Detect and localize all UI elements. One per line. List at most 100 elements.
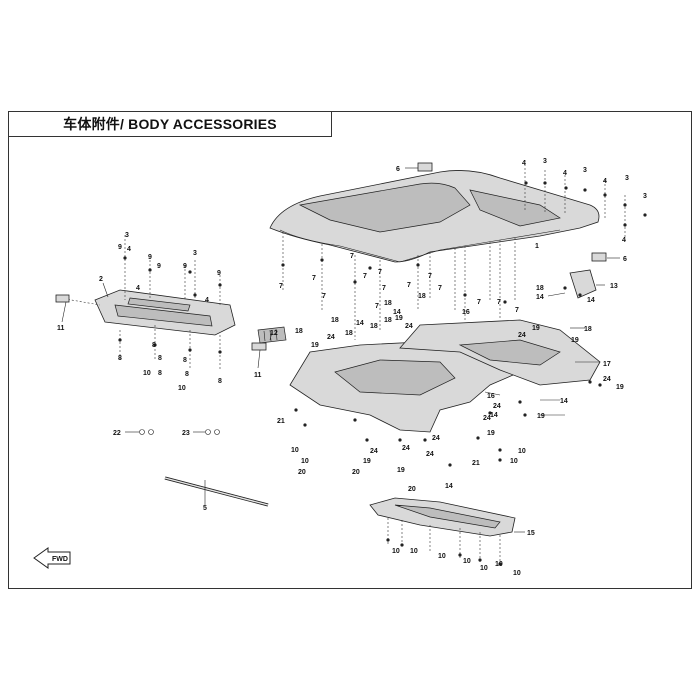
callout-15: 15 <box>527 530 535 537</box>
callout-4: 4 <box>522 160 526 167</box>
callout-7: 7 <box>378 269 382 276</box>
callout-9: 9 <box>217 270 221 277</box>
callout-10: 10 <box>480 565 488 572</box>
callout-10: 10 <box>410 548 418 555</box>
washers-22 <box>139 429 154 435</box>
callout-19: 19 <box>532 325 540 332</box>
callout-10: 10 <box>291 447 299 454</box>
callout-21: 21 <box>472 460 480 467</box>
callout-2: 2 <box>99 276 103 283</box>
callout-24: 24 <box>483 415 491 422</box>
callout-17: 17 <box>603 361 611 368</box>
callout-24: 24 <box>518 332 526 339</box>
callout-8: 8 <box>152 342 156 349</box>
callout-24: 24 <box>402 445 410 452</box>
callout-8: 8 <box>118 355 122 362</box>
callout-10: 10 <box>510 458 518 465</box>
callout-7: 7 <box>375 303 379 310</box>
fwd-label: FWD <box>52 556 68 563</box>
callout-3: 3 <box>193 250 197 257</box>
callout-9: 9 <box>118 244 122 251</box>
callout-10: 10 <box>463 558 471 565</box>
callout-18: 18 <box>345 330 353 337</box>
diagram-frame <box>8 111 692 589</box>
callout-4: 4 <box>603 178 607 185</box>
callout-14: 14 <box>445 483 453 490</box>
callout-4: 4 <box>127 246 131 253</box>
callout-7: 7 <box>382 285 386 292</box>
callout-18: 18 <box>384 300 392 307</box>
callout-24: 24 <box>426 451 434 458</box>
leader-lines <box>61 167 620 533</box>
title-box: 车体附件/ BODY ACCESSORIES <box>8 111 332 137</box>
bracket-13 <box>569 269 597 299</box>
callout-11: 11 <box>57 325 65 332</box>
callout-21: 21 <box>277 418 285 425</box>
callout-19: 19 <box>363 458 371 465</box>
callout-10: 10 <box>143 370 151 377</box>
callout-7: 7 <box>312 275 316 282</box>
callout-14: 14 <box>587 297 595 304</box>
callout-4: 4 <box>136 285 140 292</box>
callout-14: 14 <box>560 398 568 405</box>
callout-7: 7 <box>477 299 481 306</box>
callout-7: 7 <box>322 293 326 300</box>
callout-20: 20 <box>408 486 416 493</box>
skid-dashed-lines <box>387 518 501 566</box>
callout-10: 10 <box>513 570 521 577</box>
callout-7: 7 <box>438 285 442 292</box>
callout-10: 10 <box>301 458 309 465</box>
callout-14: 14 <box>393 309 401 316</box>
callout-9: 9 <box>157 263 161 270</box>
callout-24: 24 <box>493 403 501 410</box>
pad-6-right <box>591 252 607 262</box>
callout-6: 6 <box>396 166 400 173</box>
callout-10: 10 <box>178 385 186 392</box>
washers-23 <box>205 429 220 435</box>
callout-18: 18 <box>418 293 426 300</box>
callout-10: 10 <box>438 553 446 560</box>
pad-11-left <box>55 294 70 303</box>
callout-20: 20 <box>352 469 360 476</box>
floor-panel <box>289 319 601 433</box>
callout-1: 1 <box>535 243 539 250</box>
page-title: 车体附件/ BODY ACCESSORIES <box>63 116 277 132</box>
callout-10: 10 <box>518 448 526 455</box>
roof-dashed-lines <box>282 160 626 340</box>
dash-panel <box>94 289 236 336</box>
callout-18: 18 <box>584 326 592 333</box>
callout-24: 24 <box>327 334 335 341</box>
callout-10: 10 <box>392 548 400 555</box>
callout-7: 7 <box>363 273 367 280</box>
callout-18: 18 <box>331 317 339 324</box>
fasteners <box>118 181 647 566</box>
skid-plate <box>369 497 516 537</box>
callout-4: 4 <box>205 297 209 304</box>
roof-panel <box>269 170 600 263</box>
callout-19: 19 <box>616 384 624 391</box>
dash-panel-dashed-lines <box>59 235 221 370</box>
callout-3: 3 <box>125 232 129 239</box>
callout-3: 3 <box>543 158 547 165</box>
callout-24: 24 <box>405 323 413 330</box>
callout-7: 7 <box>279 283 283 290</box>
callout-24: 24 <box>603 376 611 383</box>
callout-24: 24 <box>370 448 378 455</box>
callout-8: 8 <box>158 370 162 377</box>
callout-11: 11 <box>254 372 262 379</box>
callout-7: 7 <box>407 282 411 289</box>
callout-14: 14 <box>490 412 498 419</box>
callout-19: 19 <box>537 413 545 420</box>
callout-7: 7 <box>428 273 432 280</box>
callout-19: 19 <box>571 337 579 344</box>
callout-24: 24 <box>432 435 440 442</box>
callout-16: 16 <box>487 393 495 400</box>
callout-labels: 1 2 3 3 3 3 3 3 4 4 4 4 4 4 4 5 6 6 7 7 … <box>57 158 647 577</box>
callout-8: 8 <box>185 371 189 378</box>
pad-11-right <box>251 342 267 351</box>
callout-6: 6 <box>623 256 627 263</box>
callout-14: 14 <box>356 320 364 327</box>
vent-grille-12 <box>257 326 287 344</box>
callout-4: 4 <box>563 170 567 177</box>
